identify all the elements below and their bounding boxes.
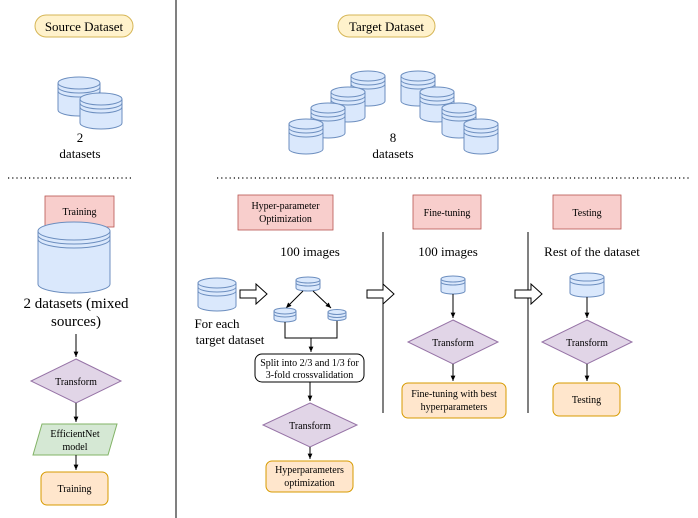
hpo-box-label-line1: Hyper-parameter <box>251 201 320 212</box>
split-crossvalidation-box: Split into 2/3 and 1/3 for 3-fold crossv… <box>254 353 365 383</box>
hpo-split-left-db-icon <box>273 307 297 323</box>
source-training-result-label: Training <box>57 484 91 495</box>
hpo-split-root-db-icon <box>295 276 321 292</box>
hpo-input-db-icon <box>197 277 237 312</box>
block-arrow-testing <box>514 282 543 306</box>
hpo-result-label-line1: Hyperparameters <box>275 465 344 476</box>
hpo-result-label-line2: optimization <box>284 478 335 489</box>
finetune-box-label: Fine-tuning <box>424 208 471 219</box>
hpo-box: Hyper-parameter Optimization <box>237 194 334 231</box>
for-each-label-line2: target dataset <box>196 332 265 347</box>
hpo-box-label-line2: Optimization <box>259 214 312 225</box>
target-title-label: Target Dataset <box>349 19 424 34</box>
model-label-line1: EfficientNet <box>50 429 99 440</box>
source-training-box-label: Training <box>62 207 96 218</box>
finetune-result-label-line2: hyperparameters <box>421 402 488 413</box>
testing-box: Testing <box>552 194 622 230</box>
finetune-images-label: 100 images <box>418 244 478 259</box>
testing-images-label: Rest of the dataset <box>544 244 640 259</box>
testing-result-label: Testing <box>572 395 601 406</box>
source-mixed-label-line2: sources) <box>51 314 101 330</box>
source-title: Source Dataset <box>34 14 134 38</box>
arrow-split-right <box>312 290 332 309</box>
model-label-line2: model <box>63 442 88 453</box>
testing-result-box: Testing <box>552 382 621 417</box>
finetune-result-label-line1: Fine-tuning with best <box>411 389 497 400</box>
finetune-db-icon <box>440 275 466 295</box>
block-arrow-finetune <box>366 282 395 306</box>
source-dataset-count: 2 <box>77 130 84 145</box>
hpo-transform-label: Transform <box>289 421 331 432</box>
target-dataset-count: 8 <box>390 130 397 145</box>
testing-transform-label: Transform <box>566 338 608 349</box>
efficientnet-model-box: EfficientNet model <box>32 423 118 456</box>
target-dataset-count-label: datasets <box>372 146 413 161</box>
source-dataset-count-label: datasets <box>59 146 100 161</box>
split-label-line1: Split into 2/3 and 1/3 for <box>260 358 359 369</box>
hpo-result-box: Hyperparameters optimization <box>265 460 354 493</box>
source-title-label: Source Dataset <box>45 19 124 34</box>
source-mixed-label-line1: 2 datasets (mixed <box>24 296 129 312</box>
hpo-transform-diamond: Transform <box>261 402 359 448</box>
testing-box-label: Testing <box>572 208 601 219</box>
target-title: Target Dataset <box>337 14 436 38</box>
finetune-result-box: Fine-tuning with best hyperparameters <box>401 382 507 419</box>
source-transform-label: Transform <box>55 377 97 388</box>
testing-transform-diamond: Transform <box>540 319 634 365</box>
target-db-icon-8 <box>463 118 499 155</box>
finetune-transform-label: Transform <box>432 338 474 349</box>
target-db-icon-4 <box>288 118 324 155</box>
hpo-images-label: 100 images <box>280 244 340 259</box>
arrow-split-left <box>285 290 304 309</box>
finetune-transform-diamond: Transform <box>406 319 500 365</box>
target-db-icon-2 <box>330 86 366 123</box>
source-mixed-db-icon <box>37 221 111 294</box>
split-label-line2: 3-fold crossvalidation <box>266 370 353 381</box>
finetune-box: Fine-tuning <box>412 194 482 230</box>
source-db-icon-front <box>79 92 123 130</box>
source-training-result-box: Training <box>40 471 109 506</box>
for-each-label-line1: For each <box>194 316 240 331</box>
source-transform-diamond: Transform <box>29 358 123 404</box>
split-merge-connector <box>284 321 338 339</box>
hpo-split-right-db-icon <box>327 309 347 321</box>
block-arrow-hpo <box>239 282 268 306</box>
testing-db-icon <box>569 272 605 298</box>
